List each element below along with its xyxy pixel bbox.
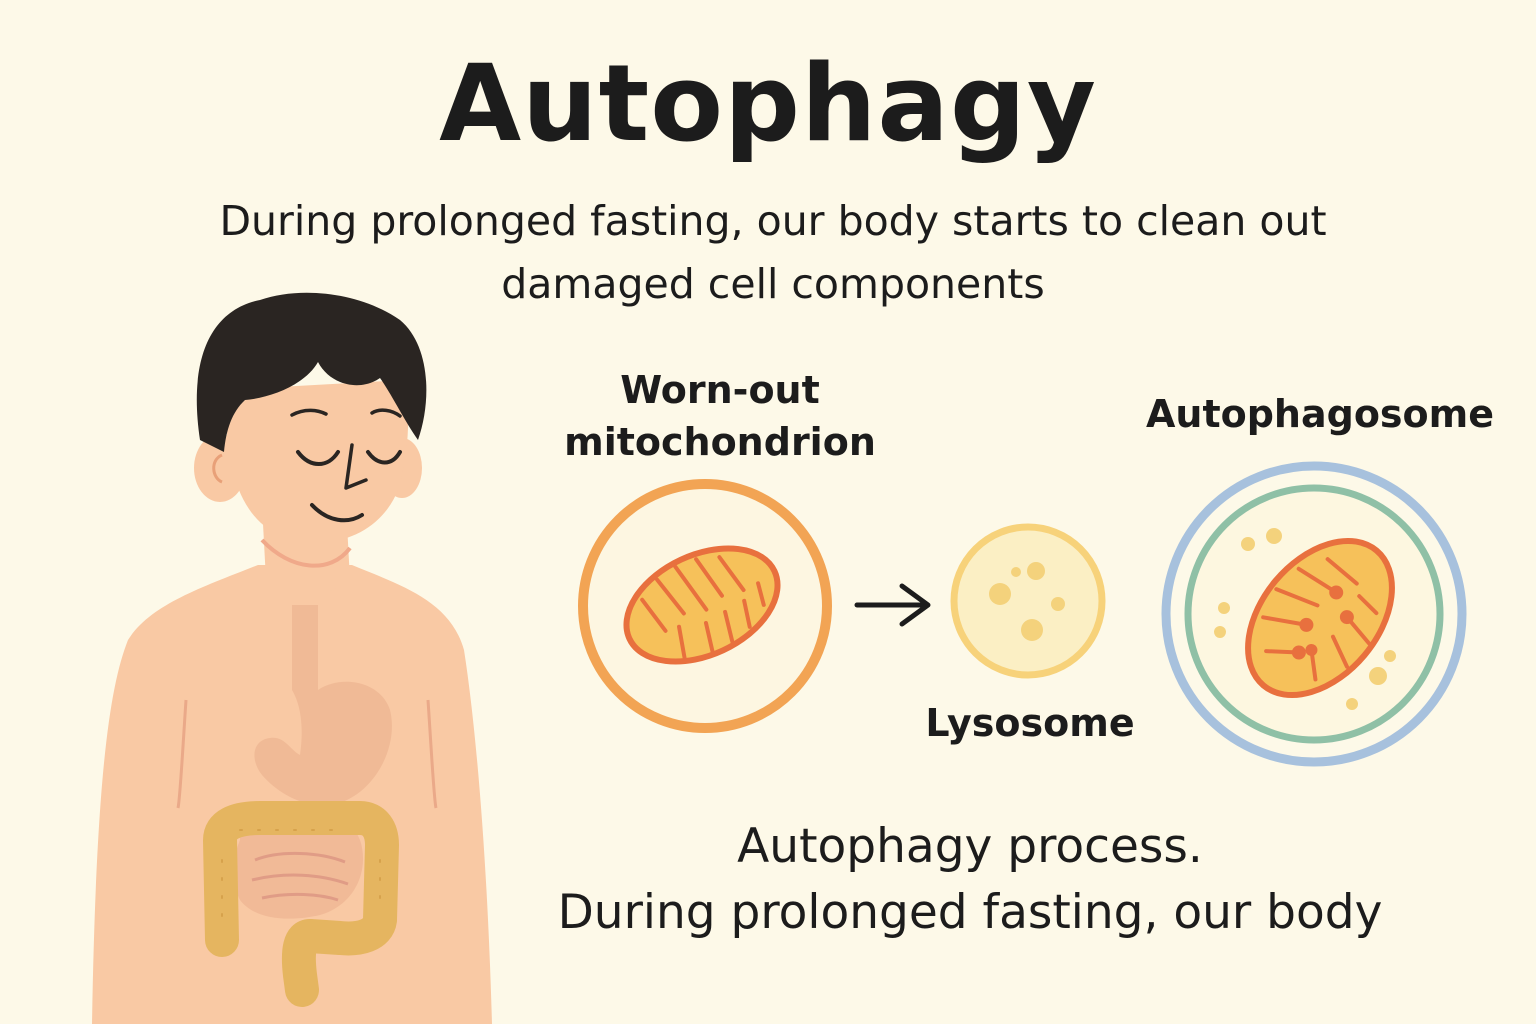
label-worn-out-mitochondrion: Worn-out mitochondrion	[564, 368, 876, 464]
person-eye-right	[366, 450, 402, 465]
person-eye-left	[296, 450, 340, 466]
worn-out-mitochondrion-cell	[578, 479, 832, 733]
lysosome-cell	[950, 523, 1106, 679]
stomach	[254, 605, 392, 806]
page-title: Autophagy	[439, 42, 1097, 165]
subtitle: During prolonged fasting, our body start…	[219, 197, 1327, 308]
autophagosome-cell	[1161, 461, 1467, 767]
person-hair	[196, 292, 427, 452]
mitochondrion-icon	[623, 545, 781, 665]
caption: Autophagy process. During prolonged fast…	[520, 814, 1420, 946]
label-lysosome: Lysosome	[925, 701, 1135, 745]
caption-line-2: During prolonged fasting, our body	[557, 885, 1383, 940]
large-intestine	[203, 801, 399, 1007]
caption-line-1: Autophagy process.	[737, 819, 1203, 874]
person-figure	[92, 292, 492, 1024]
person-smile	[310, 503, 364, 523]
small-intestine	[233, 807, 364, 919]
engulfed-mitochondrion-icon	[1245, 537, 1395, 699]
arrow-right-icon	[854, 583, 931, 627]
label-autophagosome: Autophagosome	[1145, 392, 1495, 436]
person-face	[225, 380, 409, 543]
person-nose	[344, 443, 368, 490]
